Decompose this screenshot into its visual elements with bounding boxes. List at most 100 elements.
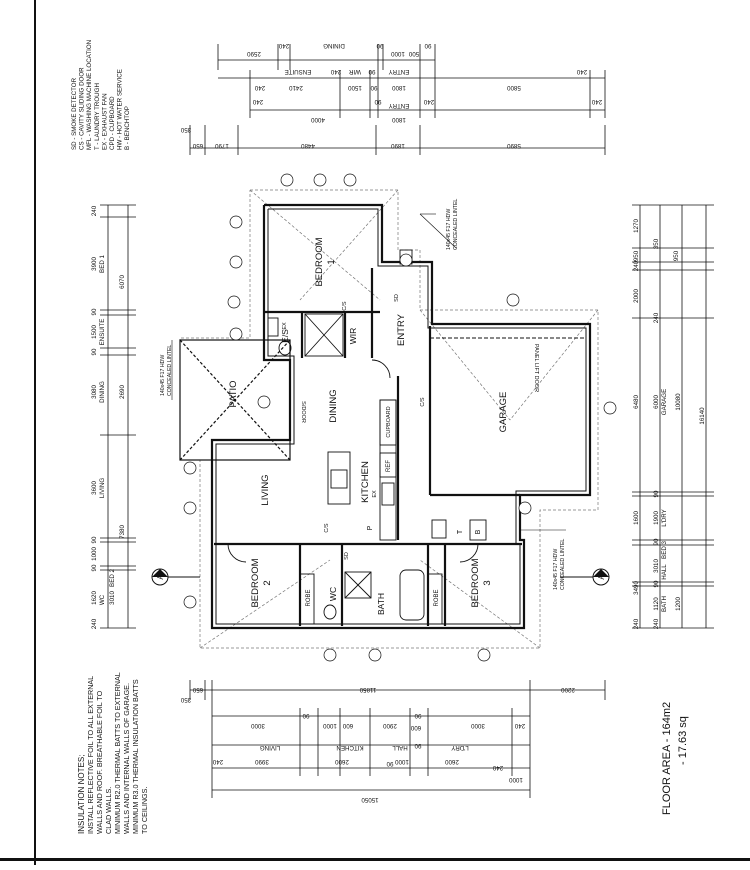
label-panel-lift-door: PANEL LIFT DOOR (533, 344, 539, 392)
room-label-bedroom-1-number: 1 (326, 259, 337, 264)
dim-label: 3000 (251, 722, 265, 729)
dim-label: 350 (180, 126, 191, 133)
dim-label: 3080 (91, 385, 98, 399)
sd-symbol: SD (394, 294, 400, 302)
window-tag (227, 295, 241, 309)
dim-label: GARAGE (661, 389, 668, 415)
dim-label: 240 (212, 758, 223, 765)
dim-label: 90 (91, 348, 98, 355)
dim-label: 90 (653, 580, 660, 587)
dim-label: 5800 (507, 84, 521, 91)
room-label-bedroom-3: BEDROOM (470, 558, 481, 607)
dim-label: 90 (91, 308, 98, 315)
dim-label: 240 (591, 98, 602, 105)
dim-label: 11850 (359, 686, 376, 693)
room-label-bedroom-1: BEDROOM (314, 237, 325, 286)
dim-label: 2600 (445, 758, 459, 765)
dim-label: 90 (91, 536, 98, 543)
dim-label: 240 (330, 68, 341, 75)
dim-label: 2590 (247, 50, 261, 57)
room-label-wir: WIR (348, 328, 358, 345)
kitchen-sink (330, 469, 348, 489)
dim-label: DINING (99, 381, 106, 403)
insulation-notes-title: INSULATION NOTES; (77, 755, 86, 834)
dim-label: 650 (192, 686, 203, 693)
right-dimension-text: 1270 350 950 240 2000 240 6000 90 1900 9… (633, 219, 706, 630)
room-label-bedroom-2: BEDROOM (250, 558, 261, 607)
dim-label: 16140 (699, 407, 706, 425)
dim-label: ENTRY (389, 102, 410, 109)
dim-label: 240 (653, 312, 660, 323)
dim-label: ENSUITE (285, 68, 312, 75)
window-tag (399, 253, 413, 267)
cooktop (381, 482, 395, 506)
insulation-note-line: CLAD WALLS. (104, 787, 113, 834)
window-tag (183, 501, 197, 515)
dim-label: 2410 (289, 84, 303, 91)
dim-label: LIVING (99, 478, 106, 498)
bath-tub (399, 569, 425, 621)
dim-label: 240 (278, 42, 289, 49)
insulation-notes: INSULATION NOTES; INSTALL REFLECTIVE FOI… (77, 672, 149, 834)
dim-label: 7380 (119, 525, 126, 539)
room-label-living: LIVING (260, 474, 271, 505)
dim-label: DINING (323, 42, 345, 49)
dim-label: 240 (633, 260, 640, 271)
cupboard-box (379, 399, 397, 446)
legend-item: HW - HOT WATER SERVICE (117, 69, 124, 150)
left-dimension-text: 240 3900 90 1500 90 3080 3600 90 1000 90… (91, 205, 126, 629)
dim-label: 90 (368, 68, 375, 75)
dim-label: 1800 (392, 84, 406, 91)
dim-label: 240 (91, 618, 98, 629)
dim-label: ENTRY (389, 68, 410, 75)
dim-label: 2000 (633, 289, 640, 303)
sheet-edge-left (34, 0, 36, 865)
dim-label: BED 2 (109, 569, 116, 587)
cs-symbol: C/S (324, 523, 330, 533)
window-tag (603, 401, 617, 415)
dim-label: 650 (192, 142, 203, 149)
dim-label: 1000 (391, 50, 405, 57)
legend: SD - SMOKE DETECTOR CS - CAVITY SLIDING … (71, 40, 131, 150)
lintel-note: 140x45 F17 HDW (553, 549, 559, 590)
dim-label: 90 (370, 84, 377, 91)
dim-label: 90 (653, 538, 660, 545)
laundry-bench (469, 519, 487, 541)
robe-3 (427, 573, 443, 625)
dim-label: 2600 (335, 758, 349, 765)
dim-label: WIR (348, 68, 361, 75)
top-dimensions (189, 44, 606, 155)
dim-label: 90 (374, 98, 381, 105)
dim-label: 600 (342, 722, 353, 729)
dim-label: 1790 (215, 142, 229, 149)
dim-label: 90 (91, 564, 98, 571)
insulation-note-line: MINIMUM R3.0 THERMAL INSULATION BATTS (131, 679, 140, 834)
dim-label: 4000 (311, 116, 325, 123)
floor-area-value: FLOOR AREA - 164m2 (661, 702, 673, 815)
dim-label: 350 (653, 238, 660, 249)
right-dimensions (632, 204, 714, 629)
dim-label: 90 (424, 42, 431, 49)
legend-item: SD - SMOKE DETECTOR (71, 77, 78, 150)
dim-label: 240 (423, 98, 434, 105)
legend-item: MFL - WASHING MACHINE LOCATION (86, 40, 93, 150)
room-label-robe-2: ROBE (306, 589, 312, 606)
dim-label: 1500 (91, 325, 98, 339)
dim-label: 1000 (323, 722, 337, 729)
room-label-wc: WC (328, 587, 338, 601)
label-fridge: REF (386, 460, 392, 472)
dim-label: 5890 (507, 142, 521, 149)
floor-area-squares: - 17.63 sq (677, 716, 689, 765)
dim-label: HALL (392, 744, 408, 751)
dim-label: 90 (653, 490, 660, 497)
dim-label: 240 (254, 84, 265, 91)
dim-label: 6480 (633, 395, 640, 409)
dim-label: 1000 (91, 547, 98, 561)
dim-label: 1600 (633, 511, 640, 525)
dim-label: 4480 (301, 142, 315, 149)
dim-label: 240 (653, 618, 660, 629)
dim-label: 600 (410, 724, 421, 731)
dim-label: 500 (408, 50, 419, 57)
insulation-note-line: MINIMUM R2.0 THERMAL BATTS TO EXTERNAL (113, 672, 122, 834)
window-tag (183, 461, 197, 475)
